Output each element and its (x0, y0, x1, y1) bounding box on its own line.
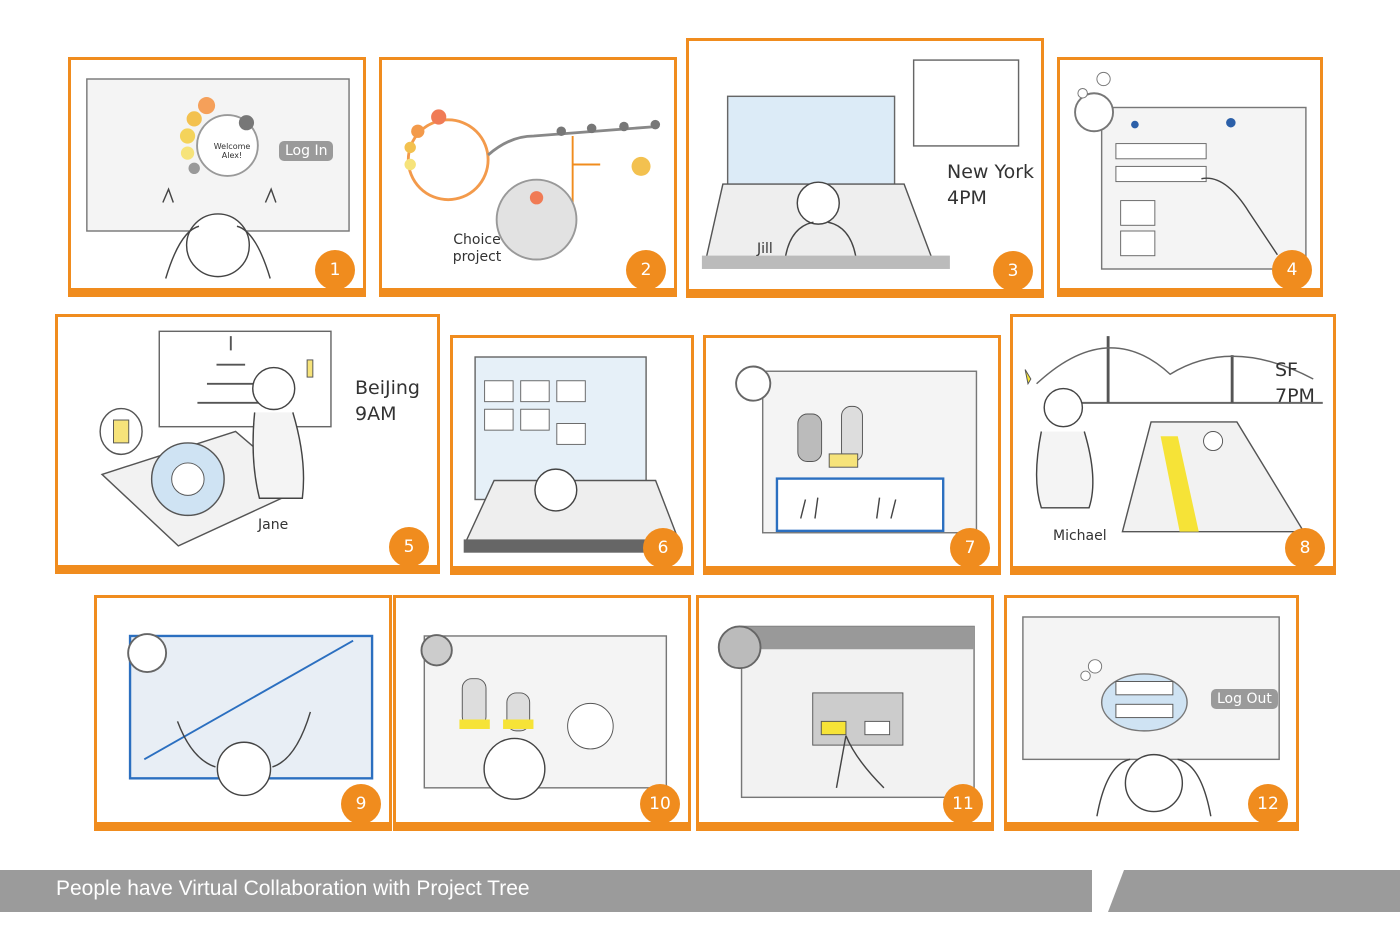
sketch-file-list (1074, 71, 1307, 270)
sketch-login-screen (86, 78, 350, 279)
time-label: 9AM (355, 403, 397, 425)
storyboard-panel-11: 11 (696, 595, 994, 831)
footer-banner: People have Virtual Collaboration with P… (0, 870, 1400, 912)
sketch-bridge-table (1024, 336, 1323, 533)
welcome-text: Welcome Alex! (213, 142, 251, 160)
sketch-resize-window (127, 633, 374, 797)
person-name: Michael (1053, 528, 1107, 544)
time-label: 7PM (1275, 385, 1315, 407)
sketch-temple-table (99, 330, 332, 547)
storyboard-panel-1: Welcome Alex! Log In 1 (68, 57, 366, 297)
sketch-desk-concept-sketches (701, 59, 1020, 269)
person-name: Jill (757, 241, 773, 257)
panel-number-badge: 8 (1285, 528, 1325, 566)
panel-number-badge: 10 (640, 784, 680, 822)
city-label: New York (947, 161, 1035, 183)
storyboard-panel-9: 9 (94, 595, 392, 831)
panel-number-badge: 6 (643, 528, 683, 566)
panel-number-badge: 3 (993, 251, 1033, 289)
panel-number-badge: 1 (315, 250, 355, 288)
sketch-keyboard-editing (735, 365, 978, 534)
sketch-concept-board (463, 356, 681, 553)
person-name: Jane (258, 517, 289, 533)
storyboard-panel-6: 6 (450, 335, 694, 575)
storyboard-panel-7: 7 (703, 335, 1001, 575)
storyboard-panel-10: 10 (393, 595, 691, 831)
city-label: SF (1275, 359, 1298, 381)
panel-number-badge: 11 (943, 784, 983, 822)
storyboard-panel-5: BeiJing 9AM Jane 5 (55, 314, 440, 574)
city-label: BeiJing (355, 377, 420, 399)
panel-number-badge: 7 (950, 528, 990, 566)
sketch-annotating (420, 634, 668, 800)
panel-number-badge: 5 (389, 527, 429, 565)
storyboard-panel-2: Choice project 2 (379, 57, 677, 297)
log-out-button[interactable]: Log Out (1211, 689, 1278, 709)
panel-number-badge: 9 (341, 784, 381, 822)
sketch-done-editing-dialog (717, 625, 975, 799)
sketch-logout-screen (1022, 616, 1280, 817)
footer-title: People have Virtual Collaboration with P… (56, 877, 530, 900)
panel-number-badge: 12 (1248, 784, 1288, 822)
panel-number-badge: 4 (1272, 250, 1312, 288)
time-label: 4PM (947, 187, 987, 209)
footer-bar-right (1108, 870, 1400, 912)
log-in-button[interactable]: Log In (279, 141, 334, 161)
storyboard-panel-12: Log Out 12 (1004, 595, 1299, 831)
storyboard-panel-4: 4 (1057, 57, 1323, 297)
storyboard-panel-3: New York 4PM Jill 3 (686, 38, 1044, 298)
storyboard-panel-8: SF 7PM Michael 8 (1010, 314, 1336, 575)
choice-project-caption: Choice project (452, 232, 502, 265)
sketch-project-tree (404, 109, 661, 261)
panel-number-badge: 2 (626, 250, 666, 288)
footer-bar (0, 870, 1092, 912)
